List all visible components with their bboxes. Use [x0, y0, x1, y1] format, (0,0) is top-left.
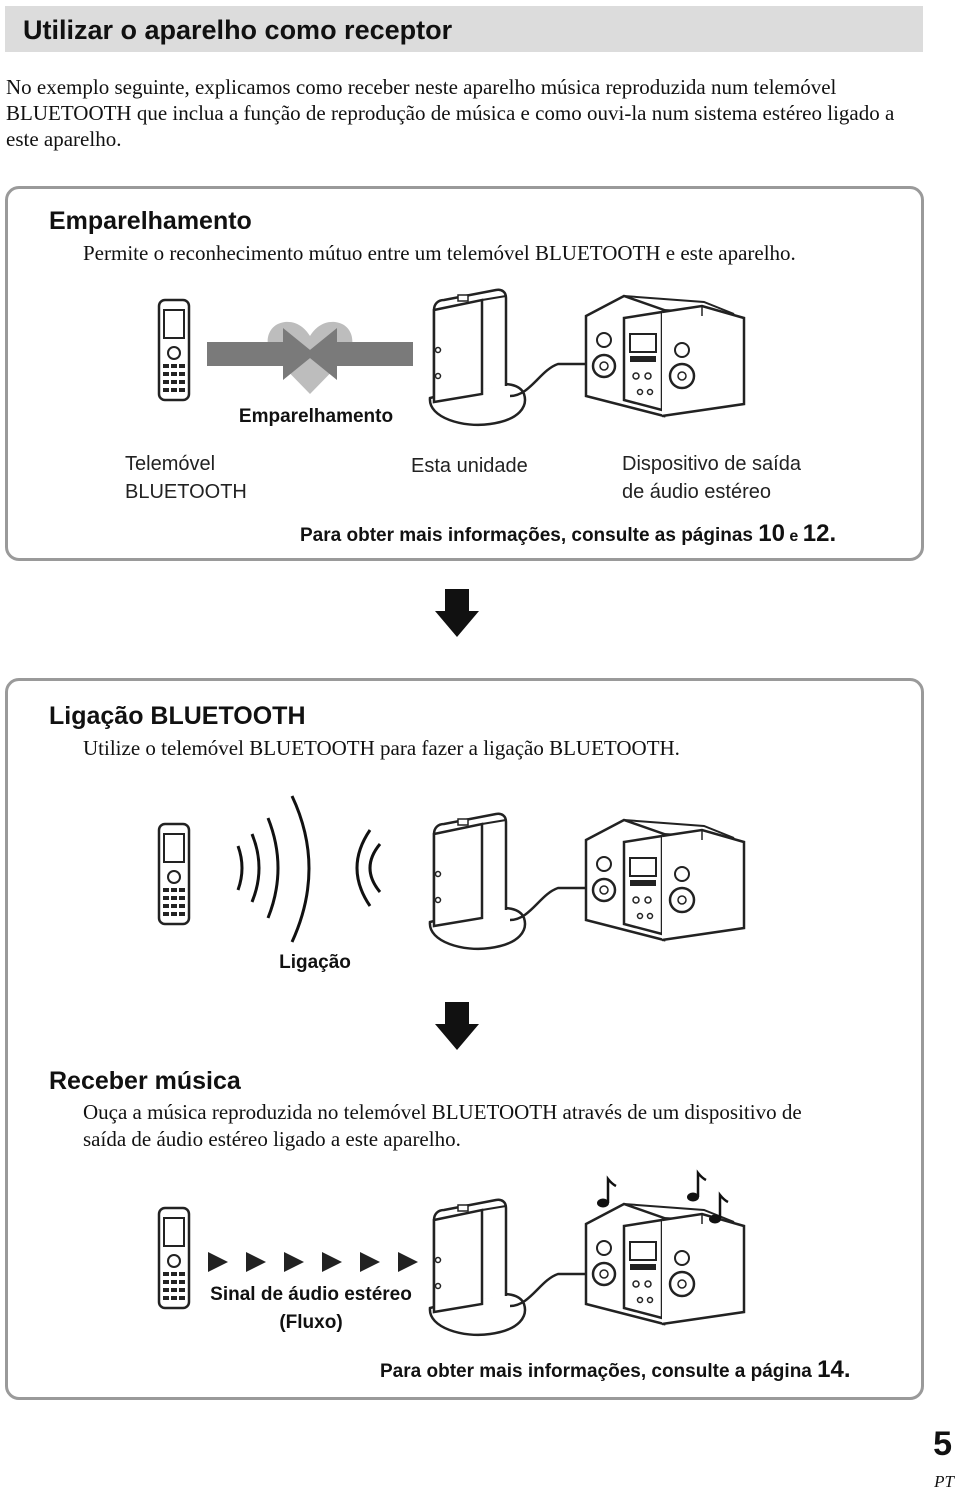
down-arrow-icon: [435, 589, 479, 637]
music-note-icon: [597, 1175, 617, 1208]
receive-title: Receber música: [49, 1067, 241, 1095]
pairing-title: Emparelhamento: [49, 207, 252, 235]
audio-cable: [509, 362, 588, 398]
unit-label: Esta unidade: [411, 455, 528, 477]
music-note-icon: [687, 1169, 707, 1202]
pairing-page-reference: Para obter mais informações, consulte as…: [300, 520, 837, 547]
audio-cable: [509, 1272, 588, 1308]
connection-description: Utilize o telemóvel BLUETOOTH para fazer…: [83, 736, 680, 760]
header-bar: Utilizar o aparelho como receptor: [5, 6, 923, 52]
receiver-unit-icon: [428, 1198, 527, 1337]
pairing-description: Permite o reconhecimento mútuo entre um …: [83, 241, 796, 265]
pairing-heart-icon: [207, 321, 413, 394]
audio-cable: [509, 886, 588, 922]
pairing-action-label: Emparelhamento: [238, 406, 394, 427]
stereo-system-icon: [584, 818, 746, 942]
bluetooth-phone-icon: [157, 298, 191, 402]
down-arrow-icon: [435, 1002, 479, 1050]
radio-waves-icon: [236, 795, 382, 943]
stereo-system-icon: [584, 1202, 746, 1326]
page-title: Utilizar o aparelho como receptor: [23, 15, 453, 45]
receive-page-reference: Para obter mais informações, consulte a …: [380, 1356, 851, 1383]
signal-label: Sinal de áudio estéreo (Fluxo): [210, 1284, 412, 1333]
stream-arrows-icon: [208, 1252, 418, 1272]
receiver-unit-icon: [428, 812, 527, 951]
stereo-system-icon: [584, 294, 746, 418]
intro-paragraph: No exemplo seguinte, explicamos como rec…: [6, 75, 895, 151]
bluetooth-phone-icon: [157, 822, 191, 926]
language-code: PT: [934, 1472, 954, 1491]
phone-label: Telemóvel BLUETOOTH: [125, 453, 247, 503]
bluetooth-phone-icon: [157, 1206, 191, 1310]
connection-title: Ligação BLUETOOTH: [49, 702, 306, 730]
receiver-unit-icon: [428, 288, 527, 427]
receive-description: Ouça a música reproduzida no telemóvel B…: [83, 1100, 802, 1151]
page-number: 5: [933, 1425, 952, 1463]
speaker-label: Dispositivo de saída de áudio estéreo: [622, 453, 801, 503]
connection-action-label: Ligação: [279, 952, 351, 973]
music-note-icon: [709, 1191, 729, 1224]
